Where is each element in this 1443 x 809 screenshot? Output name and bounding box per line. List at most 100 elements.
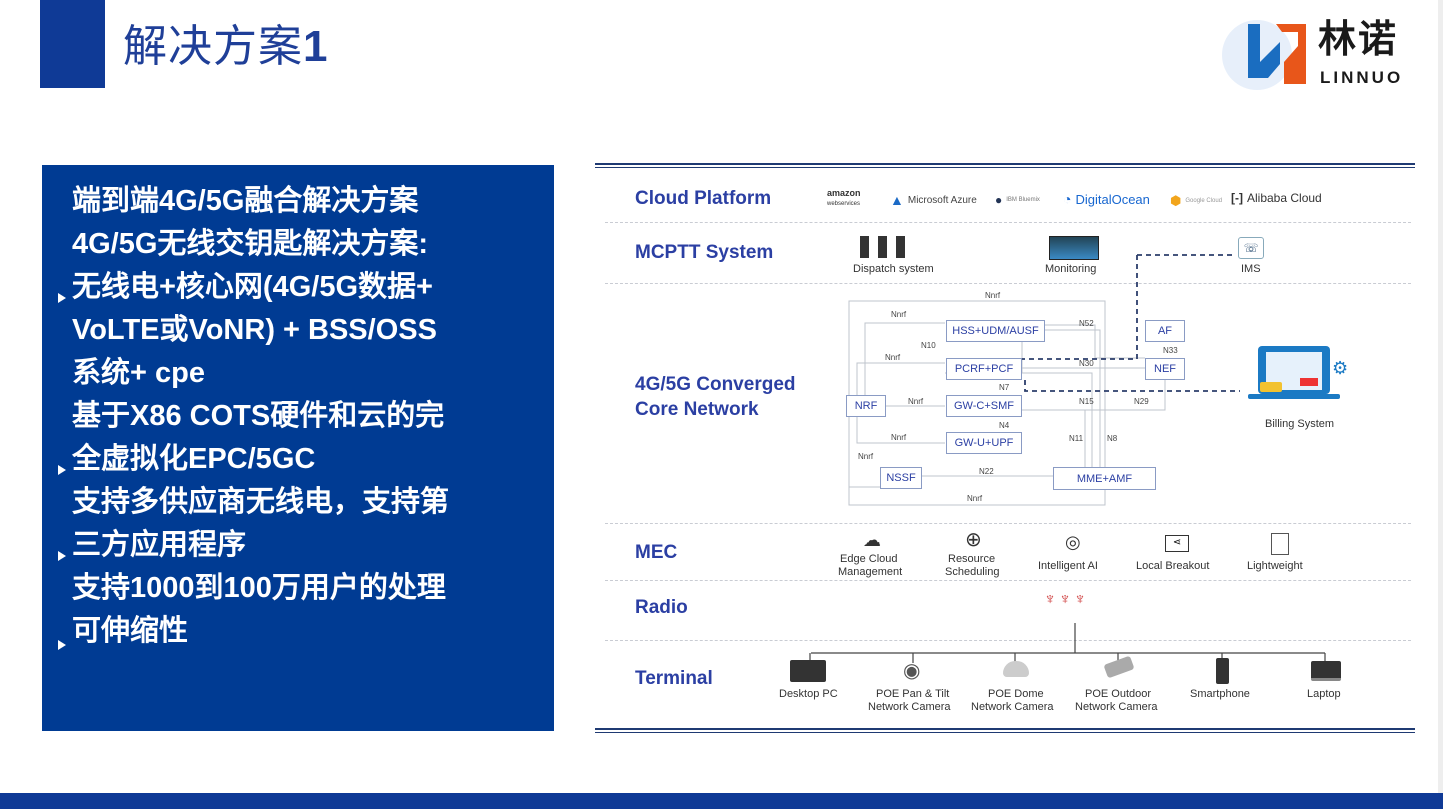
aws-subtext: webservices bbox=[827, 201, 861, 207]
panel-line: 可伸缩性 bbox=[72, 615, 189, 647]
terminal-label: Network Camera bbox=[1075, 701, 1158, 713]
panel-line: 系统+ cpe bbox=[72, 357, 205, 389]
billing-system-icon: ⚙ bbox=[1240, 338, 1350, 408]
ibm-logo: ●IBM Bluemix bbox=[995, 193, 1040, 207]
slide-edge bbox=[1438, 0, 1443, 809]
gw-u-upf-box: GW-U+UPF bbox=[946, 432, 1022, 454]
row-label-radio: Radio bbox=[635, 597, 688, 618]
google-cloud-logo: ⬢Google Cloud bbox=[1170, 193, 1222, 209]
azure-icon: ▲ bbox=[890, 192, 904, 208]
link-label: Nnrf bbox=[967, 494, 983, 503]
link-label: N7 bbox=[999, 383, 1010, 392]
logo-text-cn: 林诺 bbox=[1318, 19, 1399, 61]
aws-logo: amazon webservices bbox=[827, 188, 861, 208]
mec-label: Management bbox=[838, 566, 903, 578]
dispatch-server-icon bbox=[860, 236, 905, 258]
terminal-label: Network Camera bbox=[868, 701, 951, 713]
monitoring-label: Monitoring bbox=[1045, 263, 1097, 275]
pcrf-pcf-box: PCRF+PCF bbox=[946, 358, 1022, 380]
digitalocean-icon: ◔ bbox=[1063, 191, 1072, 207]
terminal-label: Network Camera bbox=[971, 701, 1054, 713]
alibaba-cloud-logo: [-]Alibaba Cloud bbox=[1231, 191, 1322, 205]
ims-phone-icon: ☏ bbox=[1238, 237, 1264, 259]
hss-udm-ausf-box: HSS+UDM/AUSF bbox=[946, 320, 1045, 342]
ibm-text: IBM Bluemix bbox=[1006, 197, 1040, 203]
dome-camera-icon bbox=[1003, 661, 1029, 677]
bullet-icon bbox=[58, 465, 66, 475]
panel-line: VoLTE或VoNR) + BSS/OSS bbox=[72, 314, 437, 346]
desktop-pc-icon bbox=[790, 660, 826, 682]
title-accent-block bbox=[40, 0, 105, 88]
digitalocean-text: DigitalOcean bbox=[1075, 191, 1150, 207]
bullet-icon bbox=[58, 551, 66, 561]
row-divider bbox=[605, 283, 1411, 284]
row-label-mec: MEC bbox=[635, 542, 678, 563]
row-divider bbox=[605, 222, 1411, 223]
terminal-label: POE Pan & Tilt bbox=[876, 688, 950, 700]
link-label: Nnrf bbox=[985, 291, 1001, 300]
af-box: AF bbox=[1145, 320, 1185, 342]
row-label-cloud: Cloud Platform bbox=[635, 188, 772, 209]
link-label: N33 bbox=[1163, 346, 1178, 355]
link-label: N11 bbox=[1069, 434, 1084, 443]
panel-line: 支持多供应商无线电，支持第 bbox=[72, 486, 450, 518]
mec-label: Resource bbox=[948, 553, 996, 565]
link-label: N30 bbox=[1079, 359, 1094, 368]
dispatch-label: Dispatch system bbox=[853, 263, 934, 275]
panel-line: 支持1000到100万用户的处理 bbox=[72, 572, 446, 604]
core-network-links bbox=[848, 254, 1240, 506]
edge-cloud-icon: ☁ bbox=[863, 530, 881, 550]
terminal-bus-line bbox=[809, 623, 1326, 663]
feature-panel: 端到端4G/5G融合解决方案 4G/5G无线交钥匙解决方案: 无线电+核心网(4… bbox=[42, 165, 554, 731]
link-label: N4 bbox=[999, 421, 1010, 430]
row-label-mcptt: MCPTT System bbox=[635, 242, 774, 263]
laptop-icon bbox=[1311, 661, 1341, 681]
link-label: N8 bbox=[1107, 434, 1118, 443]
digitalocean-logo: ◔DigitalOcean bbox=[1063, 191, 1150, 207]
row-divider bbox=[605, 580, 1411, 581]
ibm-icon: ● bbox=[995, 193, 1003, 207]
nef-box: NEF bbox=[1145, 358, 1185, 380]
logo-mark-icon bbox=[1248, 24, 1306, 84]
azure-text: Microsoft Azure bbox=[907, 194, 977, 206]
aws-text: amazon bbox=[827, 188, 861, 198]
billing-label: Billing System bbox=[1265, 418, 1335, 430]
row-label-core-2: Core Network bbox=[635, 399, 759, 420]
footer-bar bbox=[0, 793, 1443, 809]
link-label: Nnrf bbox=[891, 310, 907, 319]
mme-amf-box: MME+AMF bbox=[1053, 467, 1156, 490]
bullet-icon bbox=[58, 293, 66, 303]
ptz-camera-icon: ◉ bbox=[903, 660, 921, 682]
page-title: 解决方案1 bbox=[123, 22, 328, 72]
lightweight-server-icon bbox=[1271, 533, 1289, 555]
link-label: N22 bbox=[979, 467, 994, 476]
row-label-terminal: Terminal bbox=[635, 668, 713, 689]
link-label: N10 bbox=[921, 341, 936, 350]
mec-label: Intelligent AI bbox=[1038, 560, 1098, 572]
linnuo-logo: 林诺 LINNUO bbox=[1222, 18, 1427, 94]
terminal-label: POE Dome bbox=[988, 688, 1044, 700]
panel-line: 基于X86 COTS硬件和云的完 bbox=[72, 400, 445, 432]
ai-camera-icon: ◎ bbox=[1065, 532, 1081, 552]
mec-label: Lightweight bbox=[1247, 560, 1303, 572]
azure-logo: ▲Microsoft Azure bbox=[890, 192, 977, 208]
bottom-border bbox=[595, 728, 1415, 733]
monitoring-screen-icon bbox=[1049, 236, 1099, 260]
link-label: N52 bbox=[1079, 319, 1094, 328]
link-label: Nnrf bbox=[858, 452, 874, 461]
panel-line: 三方应用程序 bbox=[72, 529, 247, 561]
row-divider bbox=[605, 523, 1411, 524]
smartphone-icon bbox=[1216, 658, 1229, 684]
mec-label: Scheduling bbox=[945, 566, 1000, 578]
logo-text-en: LINNUO bbox=[1320, 68, 1404, 87]
page-title-text: 解决方案 bbox=[123, 22, 303, 71]
alibaba-text: Alibaba Cloud bbox=[1247, 191, 1322, 205]
panel-line: 4G/5G无线交钥匙解决方案: bbox=[72, 228, 429, 260]
link-label: N29 bbox=[1134, 397, 1149, 406]
nssf-box: NSSF bbox=[880, 467, 922, 489]
panel-line: 无线电+核心网(4G/5G数据+ bbox=[72, 271, 433, 303]
radio-antenna-icon: ♆♆♆ bbox=[1044, 591, 1089, 608]
terminal-label: Desktop PC bbox=[779, 688, 838, 700]
bullet-icon bbox=[58, 640, 66, 650]
terminal-label: POE Outdoor bbox=[1085, 688, 1152, 700]
